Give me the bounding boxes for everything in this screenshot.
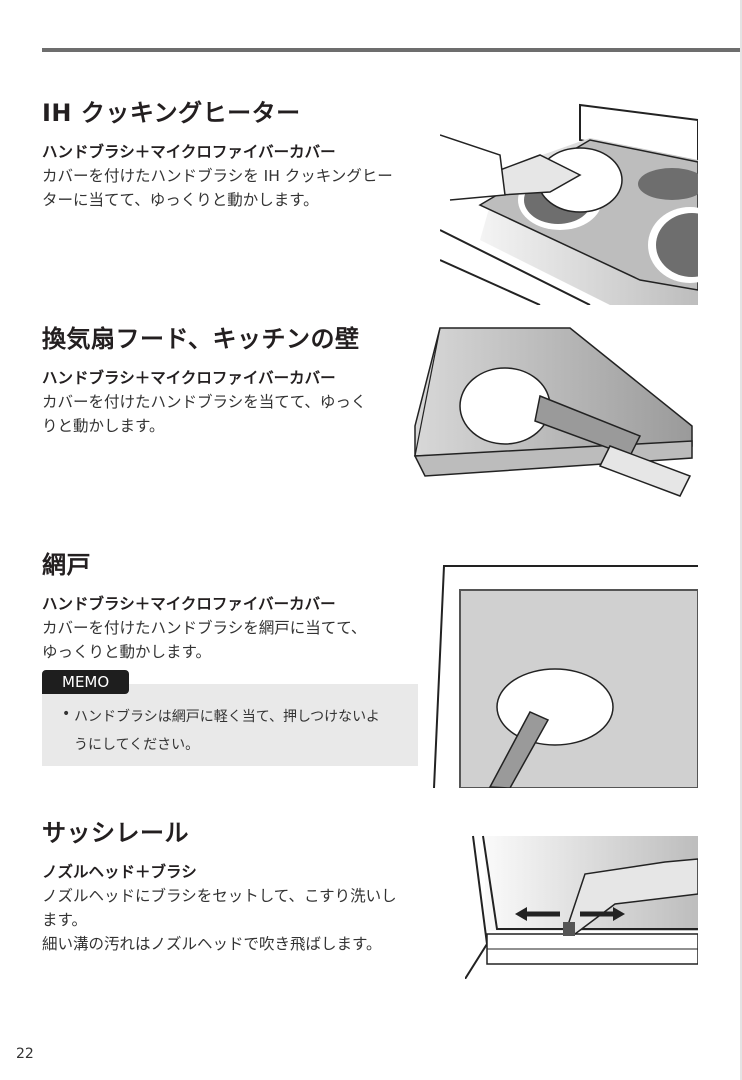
section-subtitle: ノズルヘッド＋ブラシ [42, 863, 197, 881]
section-title: 網戸 [42, 551, 91, 579]
section-subtitle: ハンドブラシ＋マイクロファイバーカバー [42, 595, 336, 613]
section-subtitle: ハンドブラシ＋マイクロファイバーカバー [42, 369, 336, 387]
page-edge [740, 0, 742, 1080]
section-body: カバーを付けたハンドブラシを IH クッキングヒー ターに当てて、ゆっくりと動か… [42, 164, 393, 212]
section-screen-door: 網戸 ハンドブラシ＋マイクロファイバーカバー カバーを付けたハンドブラシを網戸に… [42, 550, 366, 664]
memo-line: うにしてください。 [74, 737, 200, 753]
section-subtitle: ハンドブラシ＋マイクロファイバーカバー [42, 143, 336, 161]
body-line: りと動かします。 [42, 417, 165, 435]
range-hood-cleaning-illustration [413, 327, 693, 497]
top-rule [42, 48, 742, 52]
body-line: ノズルヘッドにブラシをセットして、こすり洗いし [42, 887, 397, 905]
memo-content: • ハンドブラシは網戸に軽く当て、押しつけないよ うにしてください。 [42, 684, 418, 766]
section-body: ノズルヘッドにブラシをセットして、こすり洗いし ます。 細い溝の汚れはノズルヘッ… [42, 884, 397, 956]
section-ih-cooktop: IH クッキングヒーター ハンドブラシ＋マイクロファイバーカバー カバーを付けた… [42, 98, 393, 212]
section-body: カバーを付けたハンドブラシを網戸に当てて、 ゆっくりと動かします。 [42, 616, 366, 664]
section-sash-rail: サッシレール ノズルヘッド＋ブラシ ノズルヘッドにブラシをセットして、こすり洗い… [42, 818, 397, 956]
section-title: サッシレール [42, 819, 189, 847]
memo-label: MEMO [42, 670, 130, 694]
ih-cooktop-cleaning-illustration [440, 103, 698, 305]
body-line: 細い溝の汚れはノズルヘッドで吹き飛ばします。 [42, 935, 382, 953]
body-line: カバーを付けたハンドブラシを当てて、ゆっく [42, 393, 367, 411]
memo-line: ハンドブラシは網戸に軽く当て、押しつけないよ [74, 709, 380, 725]
section-title: 換気扇フード、キッチンの壁 [42, 325, 360, 353]
section-title: IH クッキングヒーター [42, 99, 301, 127]
body-line: ゆっくりと動かします。 [42, 643, 211, 661]
body-line: カバーを付けたハンドブラシを網戸に当てて、 [42, 619, 367, 637]
memo-bullet: • [62, 706, 71, 722]
sash-rail-cleaning-illustration [465, 835, 698, 979]
body-line: カバーを付けたハンドブラシを IH クッキングヒー [42, 167, 393, 185]
screen-door-cleaning-illustration [433, 565, 698, 788]
section-range-hood: 換気扇フード、キッチンの壁 ハンドブラシ＋マイクロファイバーカバー カバーを付け… [42, 324, 366, 438]
section-body: カバーを付けたハンドブラシを当てて、ゆっく りと動かします。 [42, 390, 366, 438]
body-line: ます。 [42, 911, 87, 929]
page-number: 22 [16, 1046, 34, 1062]
body-line: ターに当てて、ゆっくりと動かします。 [42, 191, 319, 209]
